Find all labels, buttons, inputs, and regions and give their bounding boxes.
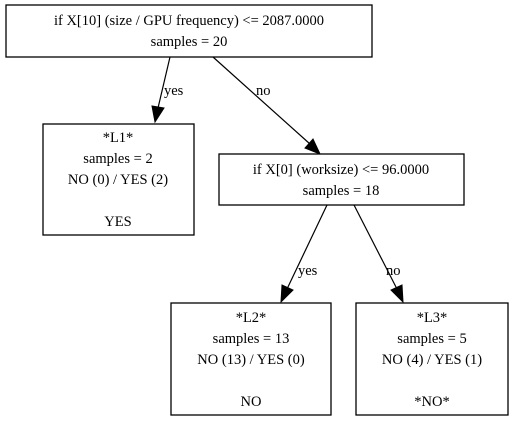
node-root-line-1: if X[10] (size / GPU frequency) <= 2087.… [54,13,324,29]
node-l1-line-2: samples = 2 [83,151,152,167]
node-l3: *L3* samples = 5 NO (4) / YES (1) *NO* [355,302,509,416]
node-split2: if X[0] (worksize) <= 96.0000 samples = … [218,153,465,206]
node-l2: *L2* samples = 13 NO (13) / YES (0) NO [170,302,332,416]
edge-label-split2-l3: no [386,263,401,279]
edge-split2-l3: no [353,204,404,304]
node-l2-line-5: NO [241,394,262,410]
node-l1: *L1* samples = 2 NO (0) / YES (2) YES [42,123,195,236]
edge-label-root-l1: yes [164,83,184,99]
node-split2-line-2: samples = 18 [303,183,380,199]
node-l2-line-2: samples = 13 [213,331,290,347]
node-l3-line-2: samples = 5 [397,331,466,347]
edge-label-split2-l2: yes [298,263,318,279]
node-root: if X[10] (size / GPU frequency) <= 2087.… [5,4,373,58]
node-root-line-2: samples = 20 [151,34,228,50]
edge-root-split2: no [212,56,321,155]
node-l1-line-5: YES [104,214,131,230]
edge-label-root-split2: no [256,83,271,99]
edge-root-l1: yes [151,56,184,124]
node-l3-line-5: *NO* [414,394,449,410]
node-l2-line-3: NO (13) / YES (0) [197,352,305,368]
node-l3-line-3: NO (4) / YES (1) [382,352,482,368]
node-l3-line-1: *L3* [417,310,448,326]
edge-split2-l2: yes [280,204,328,304]
node-split2-line-1: if X[0] (worksize) <= 96.0000 [253,162,429,178]
node-l1-line-3: NO (0) / YES (2) [68,172,168,188]
node-l2-line-1: *L2* [236,310,267,326]
node-l1-line-1: *L1* [103,130,134,146]
